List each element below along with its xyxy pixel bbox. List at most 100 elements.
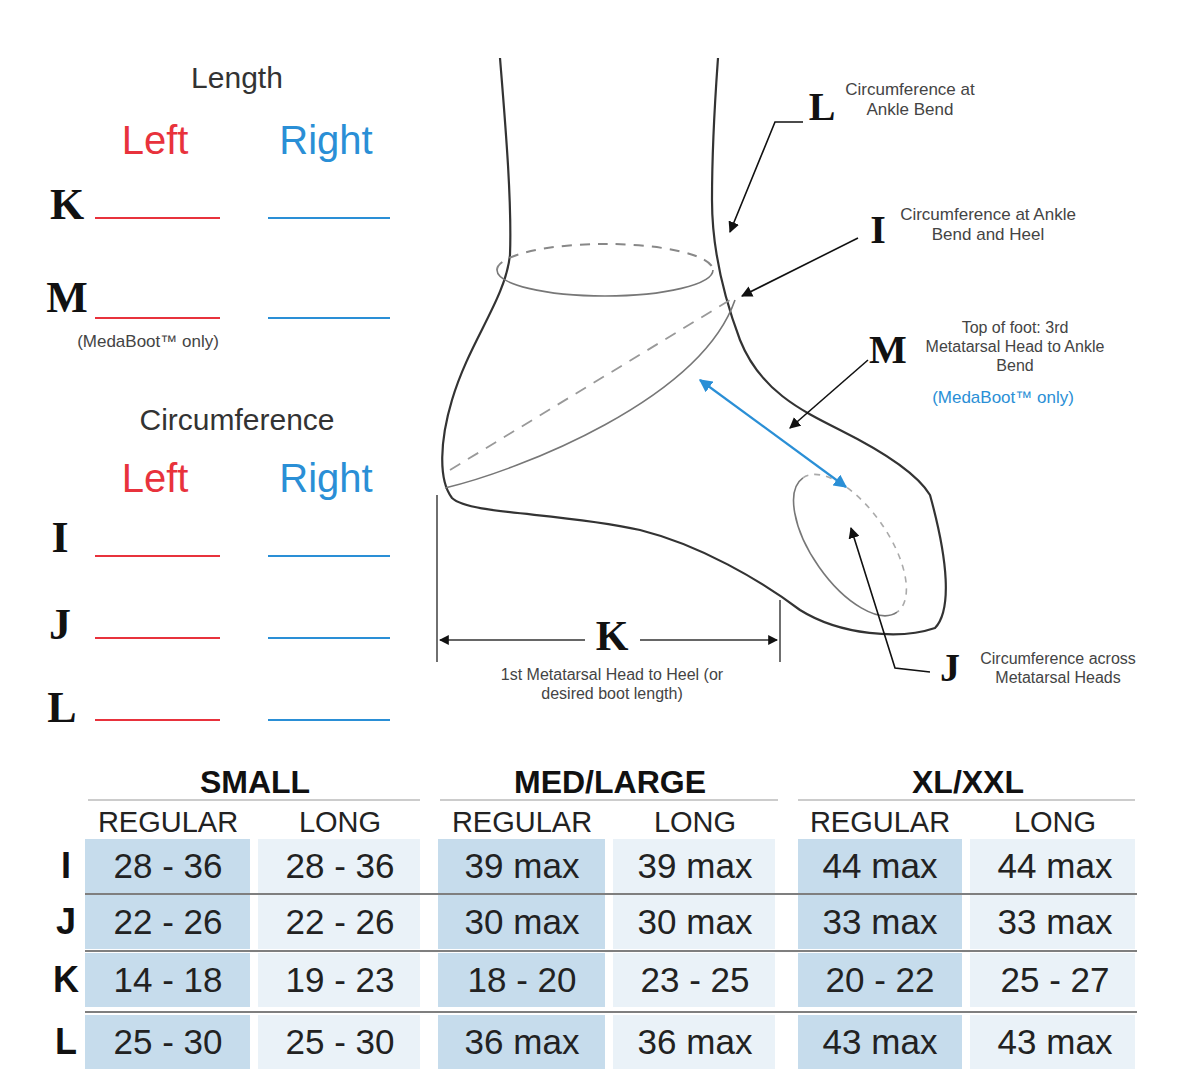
table-cell: 22 - 26 [286,901,395,943]
column-heading: REGULAR [810,805,950,840]
cell-background [970,1015,1135,1069]
leader-line [730,122,803,232]
blank-line [95,555,220,557]
section-heading: Length [191,60,283,96]
blank-line [268,637,390,639]
table-cell: 39 max [465,845,580,887]
callout-text: Circumference at Ankle Bend and Heel [888,205,1088,246]
cell-background [613,895,775,949]
cell-background [438,1015,605,1069]
cell-background [970,953,1135,1007]
cell-background [438,895,605,949]
size-table [85,800,1137,1069]
note: (MedaBoot™ only) [77,332,219,352]
table-cell: 25 - 30 [114,1021,223,1063]
table-cell: 30 max [638,901,753,943]
extension-line [436,495,437,662]
column-heading: LONG [654,805,736,840]
foot-drawing [442,58,946,634]
callout-text: Top of foot: 3rd Metatarsal Head to Ankl… [925,318,1105,376]
dimension-line [640,639,777,640]
blank-line [95,637,220,639]
form-lines [95,218,390,720]
ankle-ellipse-back [497,244,713,270]
cell-background [258,1015,420,1069]
cell-background [613,839,775,893]
group-heading: MED/LARGE [514,763,706,801]
section-heading: Circumference [139,402,334,438]
column-heading: LONG [1014,805,1096,840]
cell-background [438,839,605,893]
measure-letter: J [49,599,71,652]
cell-background [85,839,250,893]
leader-lines [730,122,930,672]
cell-background [798,895,962,949]
leader-line [742,238,858,296]
group-heading: XL/XXL [912,763,1024,801]
leader-line [790,360,868,428]
column-heading: REGULAR [98,805,238,840]
callout-note: (MedaBoot™ only) [932,388,1074,408]
row-rule [85,893,1137,895]
row-heading: J [56,900,76,943]
cell-backgrounds [85,839,1135,1069]
callout-letter: L [809,83,836,131]
column-heading: Left [122,116,189,164]
table-cell: 25 - 30 [286,1021,395,1063]
callout-letter: M [869,326,907,374]
cell-background [613,953,775,1007]
column-heading: Left [122,454,189,502]
column-heading: REGULAR [452,805,592,840]
cell-background [970,839,1135,893]
cell-background [85,1015,250,1069]
toe-ellipse [772,478,897,634]
blank-line [95,317,220,319]
cell-background [798,839,962,893]
cell-background [798,1015,962,1069]
cell-background [258,895,420,949]
table-cell: 36 max [638,1021,753,1063]
blank-line [268,555,390,557]
table-cell: 43 max [823,1021,938,1063]
row-heading: K [53,958,79,1001]
table-cell: 33 max [823,901,938,943]
cell-background [258,839,420,893]
row-rule [85,950,1137,952]
table-cell: 23 - 25 [641,959,750,1001]
table-cell: 28 - 36 [286,845,395,887]
table-cell: 39 max [638,845,753,887]
table-cell: 30 max [465,901,580,943]
cell-background [798,953,962,1007]
table-cell: 19 - 23 [286,959,395,1001]
dimension-letter: K [590,615,635,657]
heel-ellipse [445,300,735,488]
cell-background [613,1015,775,1069]
blank-line [95,217,220,219]
column-heading: LONG [299,805,381,840]
row-heading: L [55,1020,77,1063]
table-cell: 22 - 26 [114,901,223,943]
table-cell: 28 - 36 [114,845,223,887]
blank-line [95,719,220,721]
blank-line [268,317,390,319]
cell-background [438,953,605,1007]
blank-line [268,719,390,721]
leader-line [851,528,930,672]
dimension-line [440,639,585,640]
ankle-ellipse [497,270,713,296]
table-cell: 36 max [465,1021,580,1063]
group-heading: SMALL [200,763,310,801]
table-cell: 25 - 27 [1001,959,1110,1001]
toe-ellipse-back [803,456,928,612]
measure-arrow [700,380,846,487]
table-cell: 20 - 22 [826,959,935,1001]
measure-letter: I [51,512,68,565]
callout-letter: I [870,206,886,254]
measure-letter: K [50,179,84,232]
column-heading: Right [279,116,372,164]
blank-line [268,217,390,219]
table-cell: 43 max [998,1021,1113,1063]
cell-background [85,953,250,1007]
heel-ellipse-back [450,300,730,470]
